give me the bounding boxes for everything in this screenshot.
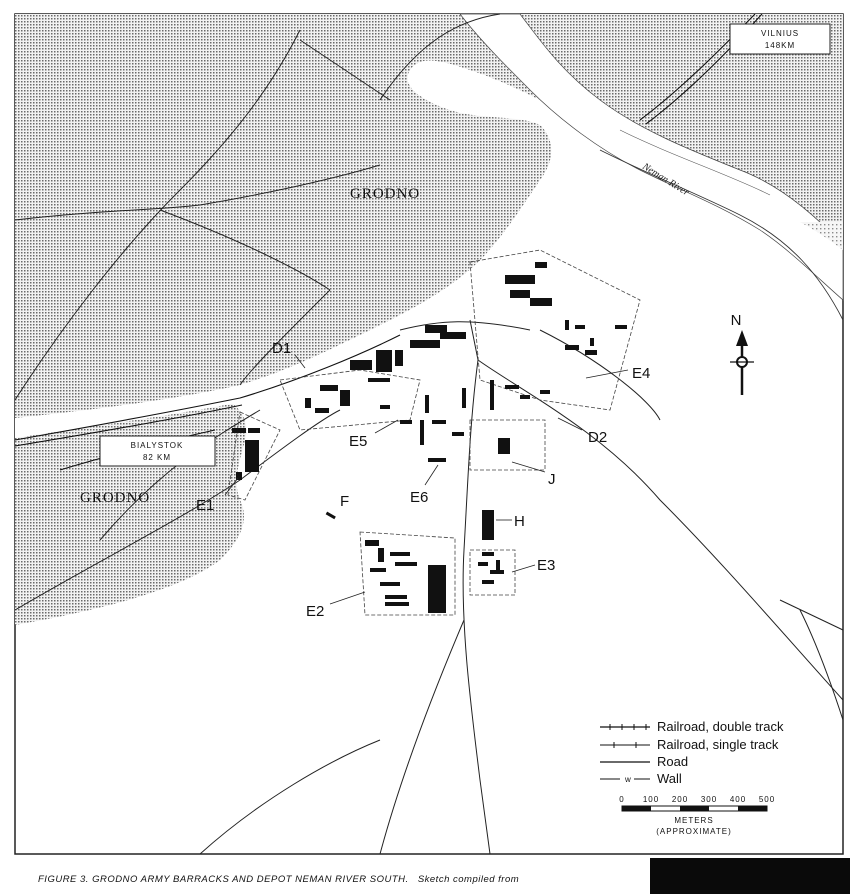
bialystok-box: [99, 435, 216, 467]
grodno-west-label: GRODNO: [80, 490, 150, 506]
caption-tail: Sketch compiled from: [418, 874, 519, 885]
label-f: F: [340, 493, 349, 510]
bialystok-name: BIALYSTOK: [131, 441, 184, 450]
legend-wall: Wall: [657, 771, 682, 786]
label-d2: D2: [588, 429, 607, 446]
label-e5: E5: [349, 433, 367, 450]
grodno-north-label: GRODNO: [350, 186, 420, 202]
label-e2: E2: [306, 603, 324, 620]
scale-tick-400: 400: [730, 795, 746, 804]
scale-bar: 0 100 200 300 400 500 METERS (APPROXIMAT…: [619, 795, 775, 836]
scale-note: (APPROXIMATE): [656, 827, 732, 836]
scale-tick-0: 0: [619, 795, 624, 804]
roads: [14, 13, 844, 855]
north-arrow-icon: N: [730, 312, 754, 395]
leader-lines: [224, 354, 629, 605]
north-label: N: [731, 312, 742, 329]
label-h: H: [514, 513, 525, 530]
scale-unit: METERS: [674, 816, 713, 825]
scale-tick-100: 100: [643, 795, 659, 804]
buildings: [232, 262, 627, 613]
caption-main: FIGURE 3. GRODNO ARMY BARRACKS AND DEPOT…: [38, 874, 409, 885]
label-e6: E6: [410, 489, 428, 506]
figure-caption: FIGURE 3. GRODNO ARMY BARRACKS AND DEPOT…: [38, 874, 519, 885]
legend-rail-double: Railroad, double track: [657, 719, 784, 734]
label-e4: E4: [632, 365, 650, 382]
legend: Railroad, double track Railroad, single …: [600, 719, 784, 786]
rail-corridor: [15, 330, 390, 438]
legend-wall-symbol: w: [624, 775, 632, 784]
label-e1: E1: [196, 497, 214, 514]
vilnius-box: [729, 23, 831, 55]
legend-rail-single: Railroad, single track: [657, 737, 779, 752]
label-j: J: [548, 471, 556, 488]
vilnius-name: VILNIUS: [761, 29, 799, 38]
label-e3: E3: [537, 557, 555, 574]
urban-area-north: [15, 14, 843, 420]
neman-river-band: [459, 13, 844, 301]
redaction-block: [650, 858, 850, 894]
urban-area-east: [800, 222, 843, 300]
vilnius-distance: 148KM: [765, 41, 795, 50]
scale-tick-500: 500: [759, 795, 775, 804]
label-d1: D1: [272, 340, 291, 357]
scale-tick-200: 200: [672, 795, 688, 804]
bialystok-distance: 82 KM: [143, 453, 171, 462]
legend-road: Road: [657, 754, 688, 769]
scale-tick-300: 300: [701, 795, 717, 804]
compound-walls: [227, 249, 641, 616]
